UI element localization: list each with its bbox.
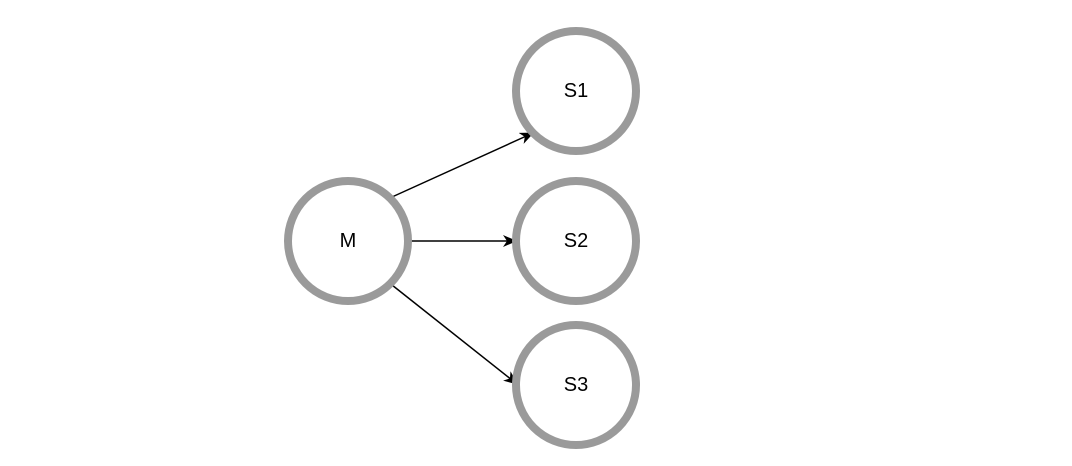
node-s3[interactable]: S3 — [512, 321, 640, 449]
node-s1[interactable]: S1 — [512, 27, 640, 155]
node-m-circle — [284, 177, 412, 305]
edge-m-to-s3 — [391, 284, 518, 385]
node-s2-label: S2 — [564, 230, 588, 252]
node-s3-circle — [512, 321, 640, 449]
node-s2-circle — [512, 177, 640, 305]
node-m-label: M — [340, 230, 357, 252]
node-s1-circle — [512, 27, 640, 155]
node-s3-label: S3 — [564, 374, 588, 396]
node-s1-label: S1 — [564, 80, 588, 102]
edge-m-to-s1 — [391, 132, 534, 198]
node-m[interactable]: M — [284, 177, 412, 305]
node-s2[interactable]: S2 — [512, 177, 640, 305]
